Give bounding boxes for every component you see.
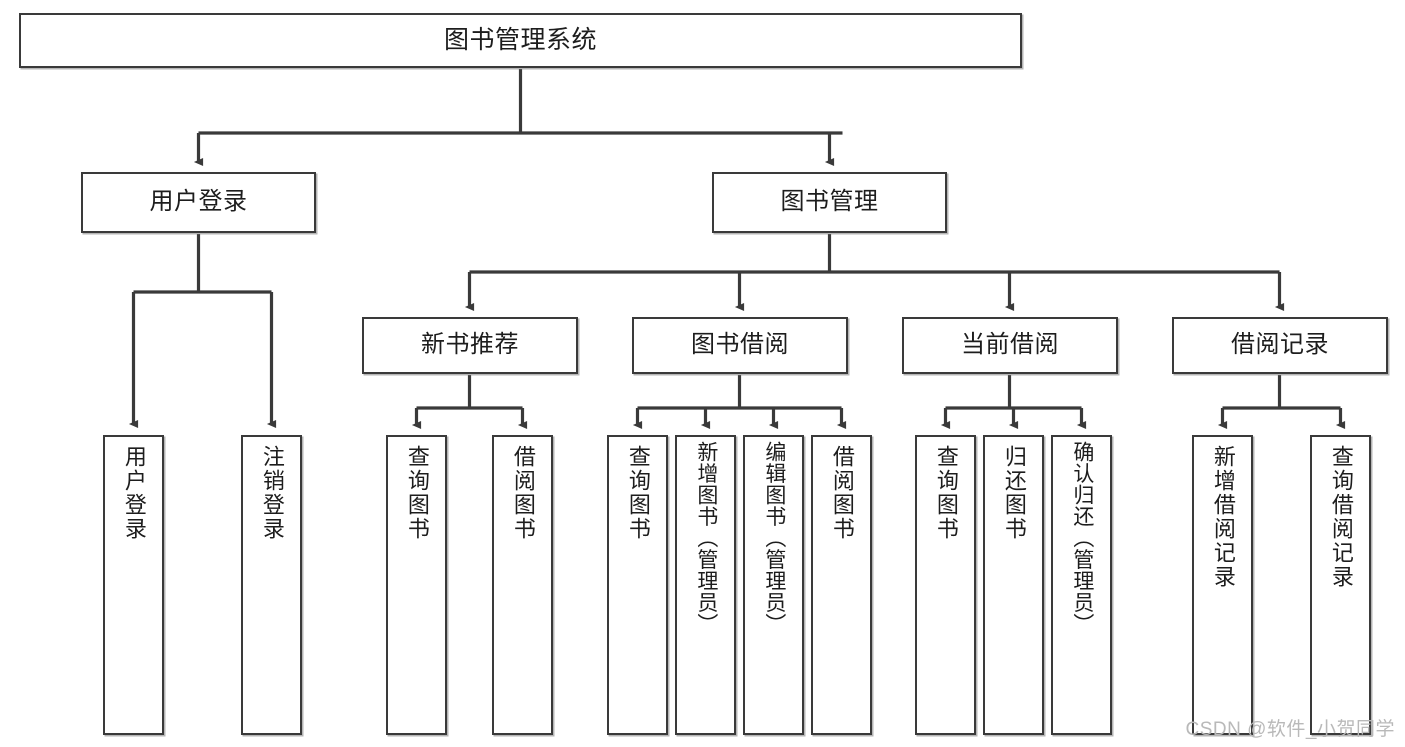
leaf-return-books[interactable]: 归还图书 (983, 435, 1044, 735)
node-label: 用户登录 (149, 188, 248, 216)
node-book-borrowing[interactable]: 图书借阅 (632, 317, 848, 374)
node-label: 用户登录 (121, 445, 147, 541)
leaf-edit-book-admin[interactable]: 编辑图书（管理员） (743, 435, 804, 735)
node-label: 新书推荐 (421, 331, 519, 359)
node-label: 新增借阅记录 (1210, 445, 1236, 589)
node-label: 查询图书 (625, 445, 651, 541)
leaf-borrow-books-new[interactable]: 借阅图书 (492, 435, 553, 735)
node-label: 图书管理系统 (443, 25, 597, 54)
node-label: 借阅记录 (1231, 331, 1329, 359)
node-label: 查询借阅记录 (1328, 445, 1354, 589)
node-label: 图书借阅 (691, 331, 789, 359)
node-label: 新增图书（管理员） (694, 441, 718, 635)
leaf-add-borrow-record[interactable]: 新增借阅记录 (1192, 435, 1253, 735)
node-root-book-management-system[interactable]: 图书管理系统 (19, 13, 1022, 68)
leaf-borrow-books[interactable]: 借阅图书 (811, 435, 872, 735)
leaf-query-books-borrow[interactable]: 查询图书 (607, 435, 668, 735)
node-label: 编辑图书（管理员） (762, 441, 786, 635)
leaf-query-borrow-record[interactable]: 查询借阅记录 (1310, 435, 1371, 735)
leaf-add-book-admin[interactable]: 新增图书（管理员） (675, 435, 736, 735)
leaf-user-login[interactable]: 用户登录 (103, 435, 164, 735)
csdn-watermark: CSDN @软件_小贺同学 (1185, 719, 1395, 740)
node-label: 确认归还（管理员） (1070, 441, 1094, 635)
node-label: 查询图书 (933, 445, 959, 541)
node-label: 查询图书 (404, 445, 430, 541)
node-book-management[interactable]: 图书管理 (712, 172, 947, 233)
node-label: 借阅图书 (829, 445, 855, 541)
node-label: 归还图书 (1001, 445, 1027, 541)
node-label: 注销登录 (259, 445, 285, 541)
node-user-login[interactable]: 用户登录 (81, 172, 316, 233)
node-borrowing-records[interactable]: 借阅记录 (1172, 317, 1388, 374)
node-new-book-recommendation[interactable]: 新书推荐 (362, 317, 578, 374)
node-label: 图书管理 (780, 188, 879, 216)
leaf-logout[interactable]: 注销登录 (241, 435, 302, 735)
leaf-confirm-return-admin[interactable]: 确认归还（管理员） (1051, 435, 1112, 735)
node-label: 借阅图书 (510, 445, 536, 541)
leaf-query-books-new[interactable]: 查询图书 (386, 435, 447, 735)
node-label: 当前借阅 (961, 331, 1059, 359)
node-current-borrowing[interactable]: 当前借阅 (902, 317, 1118, 374)
leaf-query-books-current[interactable]: 查询图书 (915, 435, 976, 735)
